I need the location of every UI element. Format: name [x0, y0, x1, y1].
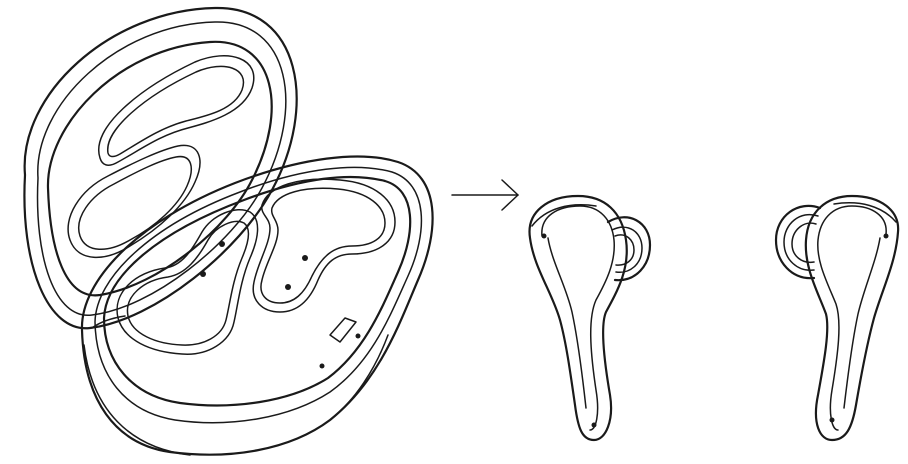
earbud-mic [541, 233, 547, 239]
right-earbud [774, 194, 900, 442]
charging-contact [200, 271, 206, 277]
left-earbud [528, 194, 652, 442]
arrow-right-icon [451, 179, 519, 211]
earbud-contact [591, 422, 597, 428]
earbud-mic [883, 233, 889, 239]
indicator-light [355, 333, 361, 339]
earbud-contact [829, 417, 835, 423]
case-lid [23, 6, 298, 330]
charging-contact [285, 284, 291, 290]
charging-case [23, 6, 434, 456]
indicator-light [319, 363, 325, 369]
charging-contact [302, 255, 308, 261]
case-base [80, 155, 434, 456]
charging-contact [219, 241, 225, 247]
